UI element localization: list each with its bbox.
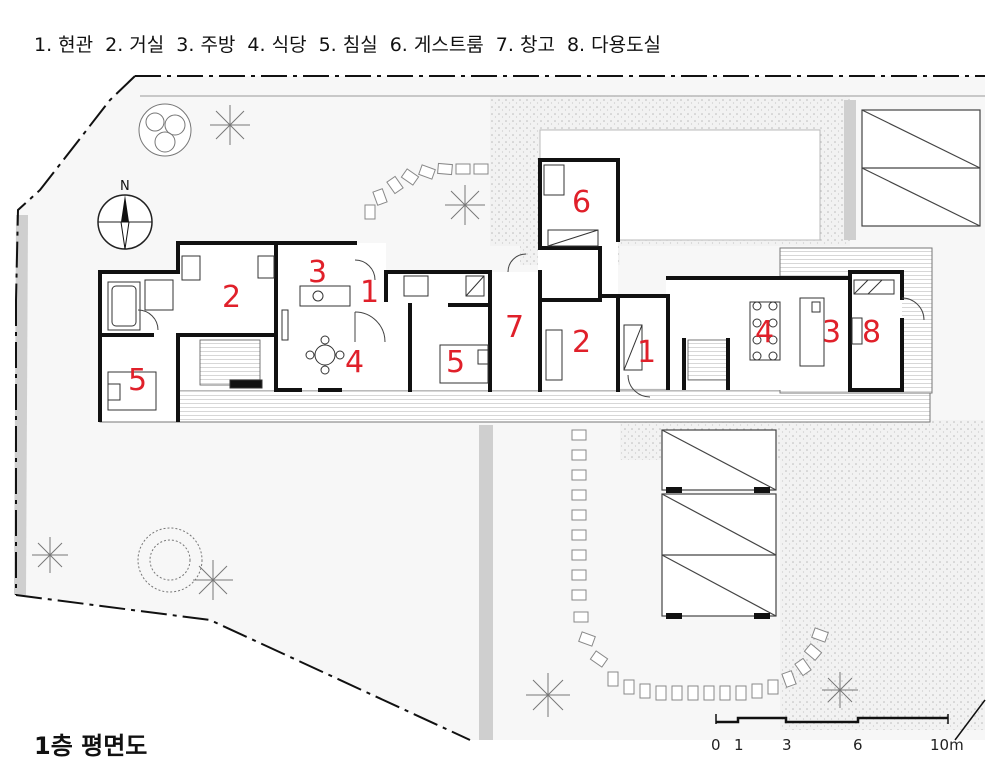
walls bbox=[98, 158, 904, 422]
room-label: 3 bbox=[308, 255, 327, 290]
north-label: N bbox=[120, 179, 130, 194]
parking-structures bbox=[661, 109, 981, 617]
scale-label: 1 bbox=[734, 736, 744, 754]
room-label: 1 bbox=[637, 335, 656, 370]
scale-label: 0 bbox=[711, 736, 721, 754]
tree-icons bbox=[32, 103, 858, 717]
room-label: 8 bbox=[862, 315, 881, 350]
room-numbers: 3 2 1 4 5 7 6 2 1 4 3 8 5 bbox=[128, 185, 881, 398]
room-label: 2 bbox=[572, 325, 591, 360]
legend-item: 7. 창고 bbox=[495, 34, 555, 56]
room-label: 4 bbox=[755, 315, 774, 350]
room-label: 2 bbox=[222, 280, 241, 315]
plan-title: 1층 평면도 bbox=[34, 732, 148, 760]
scale-label: 10m bbox=[930, 736, 964, 754]
legend-item: 1. 현관 bbox=[34, 34, 94, 56]
room-label: 7 bbox=[505, 310, 524, 345]
room-label: 6 bbox=[572, 185, 591, 220]
room-label: 4 bbox=[345, 345, 364, 380]
legend-item: 4. 식당 bbox=[247, 34, 307, 56]
room-label: 3 bbox=[822, 315, 841, 350]
scale-label: 6 bbox=[853, 736, 863, 754]
legend-item: 2. 거실 bbox=[105, 34, 165, 56]
parking-posts bbox=[666, 487, 770, 619]
furniture bbox=[107, 164, 895, 411]
legend-item: 6. 게스트룸 bbox=[389, 34, 484, 56]
room-label: 5 bbox=[446, 345, 465, 380]
room-label: 1 bbox=[360, 275, 379, 310]
door-swings bbox=[137, 253, 925, 398]
scale-label: 3 bbox=[782, 736, 792, 754]
legend-item: 8. 다용도실 bbox=[566, 34, 662, 56]
stepping-stones bbox=[364, 162, 829, 701]
room-label: 5 bbox=[128, 363, 147, 398]
legend-item: 3. 주방 bbox=[176, 34, 236, 56]
legend-item: 5. 침실 bbox=[318, 34, 378, 56]
room-legend: 1. 현관 2. 거실 3. 주방 4. 식당 5. 침실 6. 게스트룸 7. 창고 8. … bbox=[34, 30, 673, 57]
north-arrow: N bbox=[97, 179, 153, 250]
scale-bar bbox=[715, 714, 949, 724]
